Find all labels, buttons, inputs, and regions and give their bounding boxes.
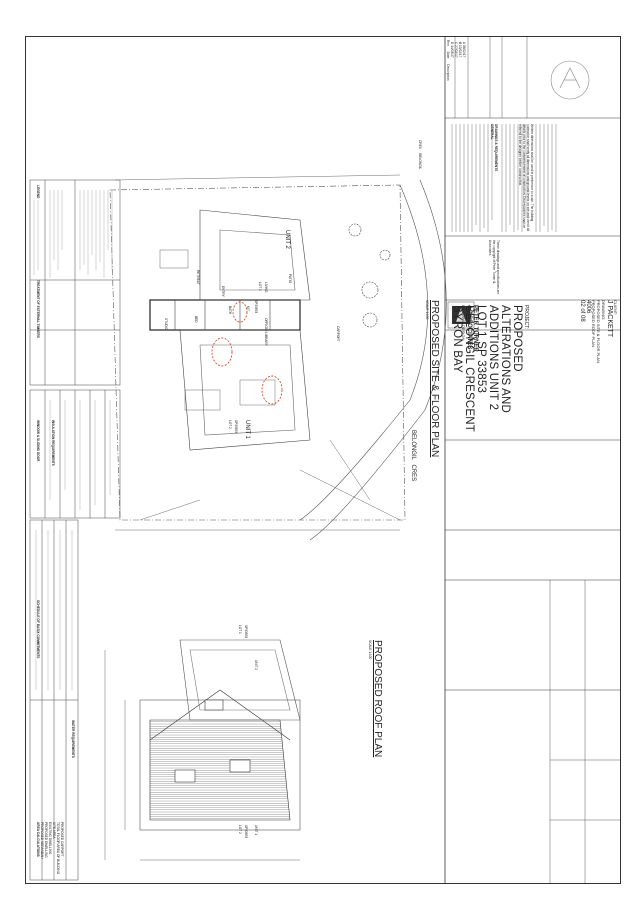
unit-2-label: UNIT 2 bbox=[284, 230, 290, 249]
roof-lot-2: LOT 2 bbox=[238, 825, 242, 834]
project-label: PROJECT: bbox=[523, 305, 529, 330]
room-living: LIVING bbox=[264, 282, 268, 293]
street-name-top: BELONGIL bbox=[418, 153, 422, 170]
water-heading: WATER REQUIREMENTS bbox=[71, 720, 75, 758]
notes-paragraph: Written dimensions shall be used in pref… bbox=[518, 124, 534, 232]
lot-2-sp-label: SP33853 bbox=[234, 420, 238, 434]
revision-clouds bbox=[211, 301, 283, 405]
rev-b-date: 13/02/17 bbox=[458, 45, 462, 58]
room-carport: CARPORT bbox=[336, 326, 340, 342]
client-name: J PACKETT bbox=[606, 300, 613, 338]
project-line-3: ADDITIONS UNIT 2 bbox=[487, 305, 499, 411]
treatment-heading: TREATMENT OF EXTERNAL TIMBERS bbox=[36, 280, 40, 338]
room-bath: BATH bbox=[228, 306, 232, 315]
notes-block: DRAWINGS & REQUIREMENTS GENERAL bbox=[490, 124, 498, 232]
firm-name-line-2: & ASSOCIATES bbox=[466, 305, 472, 350]
legend-heading: LEGEND bbox=[36, 185, 40, 199]
firm-logo-mark bbox=[550, 60, 590, 100]
room-kit: KIT bbox=[246, 306, 250, 311]
notes-heading: DRAWINGS & REQUIREMENTS bbox=[494, 124, 498, 172]
window-heading: WINDOW & SLIDING DOOR bbox=[36, 420, 40, 462]
revision-rows: A 06/02/17 B 13/02/17 C 27/02/17 D 14/03… bbox=[450, 42, 466, 58]
street-suffix-top: CRES bbox=[418, 140, 422, 149]
project-line-2: ALTERATIONS AND bbox=[499, 305, 511, 414]
basix-heading: SCHEDULE OF BASIX COMMITMENTS bbox=[36, 600, 40, 659]
roof-unit-2: UNIT 2 bbox=[254, 660, 258, 671]
street-name-label-top: CRES BELONGIL bbox=[414, 140, 432, 169]
lot-1-label: LOT 1 bbox=[258, 282, 262, 291]
room-studio: STUDIO bbox=[164, 318, 168, 331]
rev-d-date: 14/03/17 bbox=[450, 45, 454, 58]
roof-plan-title-block: PROPOSED ROOF PLAN SCALE 1:100 bbox=[368, 640, 383, 757]
notes-text: Written dimensions shall be used in pref… bbox=[518, 124, 534, 232]
table-text-lines bbox=[33, 190, 113, 690]
room-patio: PATIO bbox=[288, 274, 292, 284]
area-rows: EXISTING DWELLING PROPOSED DWELLING PROP… bbox=[40, 822, 52, 859]
rev-b: B bbox=[458, 42, 462, 45]
area-row-4: PROPOSED CARPORT bbox=[60, 822, 64, 857]
room-retreat: RETREAT bbox=[196, 270, 200, 285]
street-suffix: CRES bbox=[410, 464, 416, 482]
roof-lot-1-sp: SP33853 bbox=[244, 625, 248, 639]
insulation-heading: INSULATION REQUIREMENTS bbox=[51, 420, 55, 466]
firm-name-line-1: PETER TURNER bbox=[472, 305, 478, 352]
copyright-text: These drawings and specifications are th… bbox=[488, 240, 500, 295]
street-name-label: BELONGIL CRES bbox=[407, 430, 425, 481]
site-plan-title-block: PROPOSED SITE & FLOOR PLAN SCALE 1:100 bbox=[425, 300, 440, 457]
roof-plan bbox=[104, 639, 301, 861]
room-office-library: OFFICE / LIBRARY bbox=[264, 318, 268, 346]
area-row-3: PROPOSED VERANDAH bbox=[40, 822, 44, 859]
room-bed: BED bbox=[194, 316, 198, 323]
rev-col-description: Description bbox=[446, 64, 450, 81]
site-plan bbox=[109, 174, 447, 541]
rev-a: A bbox=[462, 42, 466, 44]
firm-name: PETER TURNER & ASSOCIATES BUILDING DESIG… bbox=[461, 305, 478, 352]
sheet-number: 02 of 08 bbox=[579, 300, 585, 322]
notes-text-lines bbox=[451, 124, 557, 232]
project-line-1: PROPOSED bbox=[511, 305, 523, 372]
client-label: CLIENT: bbox=[613, 300, 618, 315]
job-number: 4006 bbox=[585, 300, 591, 314]
drawing-line-1: PROPOSED SITE & FLOOR PLAN bbox=[596, 300, 601, 363]
area-row-5: TOTAL FLOOR AREA OF BUILDING bbox=[56, 822, 60, 875]
area-rows-2: PROPOSED CARPORT TOTAL FLOOR AREA OF BUI… bbox=[52, 822, 64, 874]
rev-a-date: 06/02/17 bbox=[462, 44, 466, 58]
rev-c-date: 27/02/17 bbox=[454, 45, 458, 58]
schedule-tables bbox=[29, 179, 121, 881]
area-row-2: PROPOSED DWELLING bbox=[44, 822, 48, 858]
client-drawing-block: CLIENT: J PACKETT DRAWING: PROPOSED SITE… bbox=[579, 300, 618, 363]
roof-lot-2-sp: SP33853 bbox=[244, 825, 248, 839]
roof-plan-title: PROPOSED ROOF PLAN bbox=[372, 640, 383, 758]
rev-d: D bbox=[450, 42, 454, 45]
room-entry: ENTRY bbox=[221, 286, 225, 297]
site-plan-title: PROPOSED SITE & FLOOR PLAN bbox=[429, 300, 440, 458]
roof-lot-1: LOT 1 bbox=[238, 625, 242, 634]
unit-1-label: UNIT 1 bbox=[244, 420, 250, 439]
street-name: BELONGIL bbox=[410, 430, 416, 461]
lot-1-sp-label: SP33853 bbox=[254, 300, 258, 314]
revision-table bbox=[454, 36, 528, 118]
rev-c: C bbox=[454, 42, 458, 45]
roof-unit-1: UNIT 1 bbox=[254, 825, 258, 836]
copyright-block: These drawings and specifications are th… bbox=[488, 240, 500, 298]
lot-2-label: LOT 2 bbox=[228, 420, 232, 429]
